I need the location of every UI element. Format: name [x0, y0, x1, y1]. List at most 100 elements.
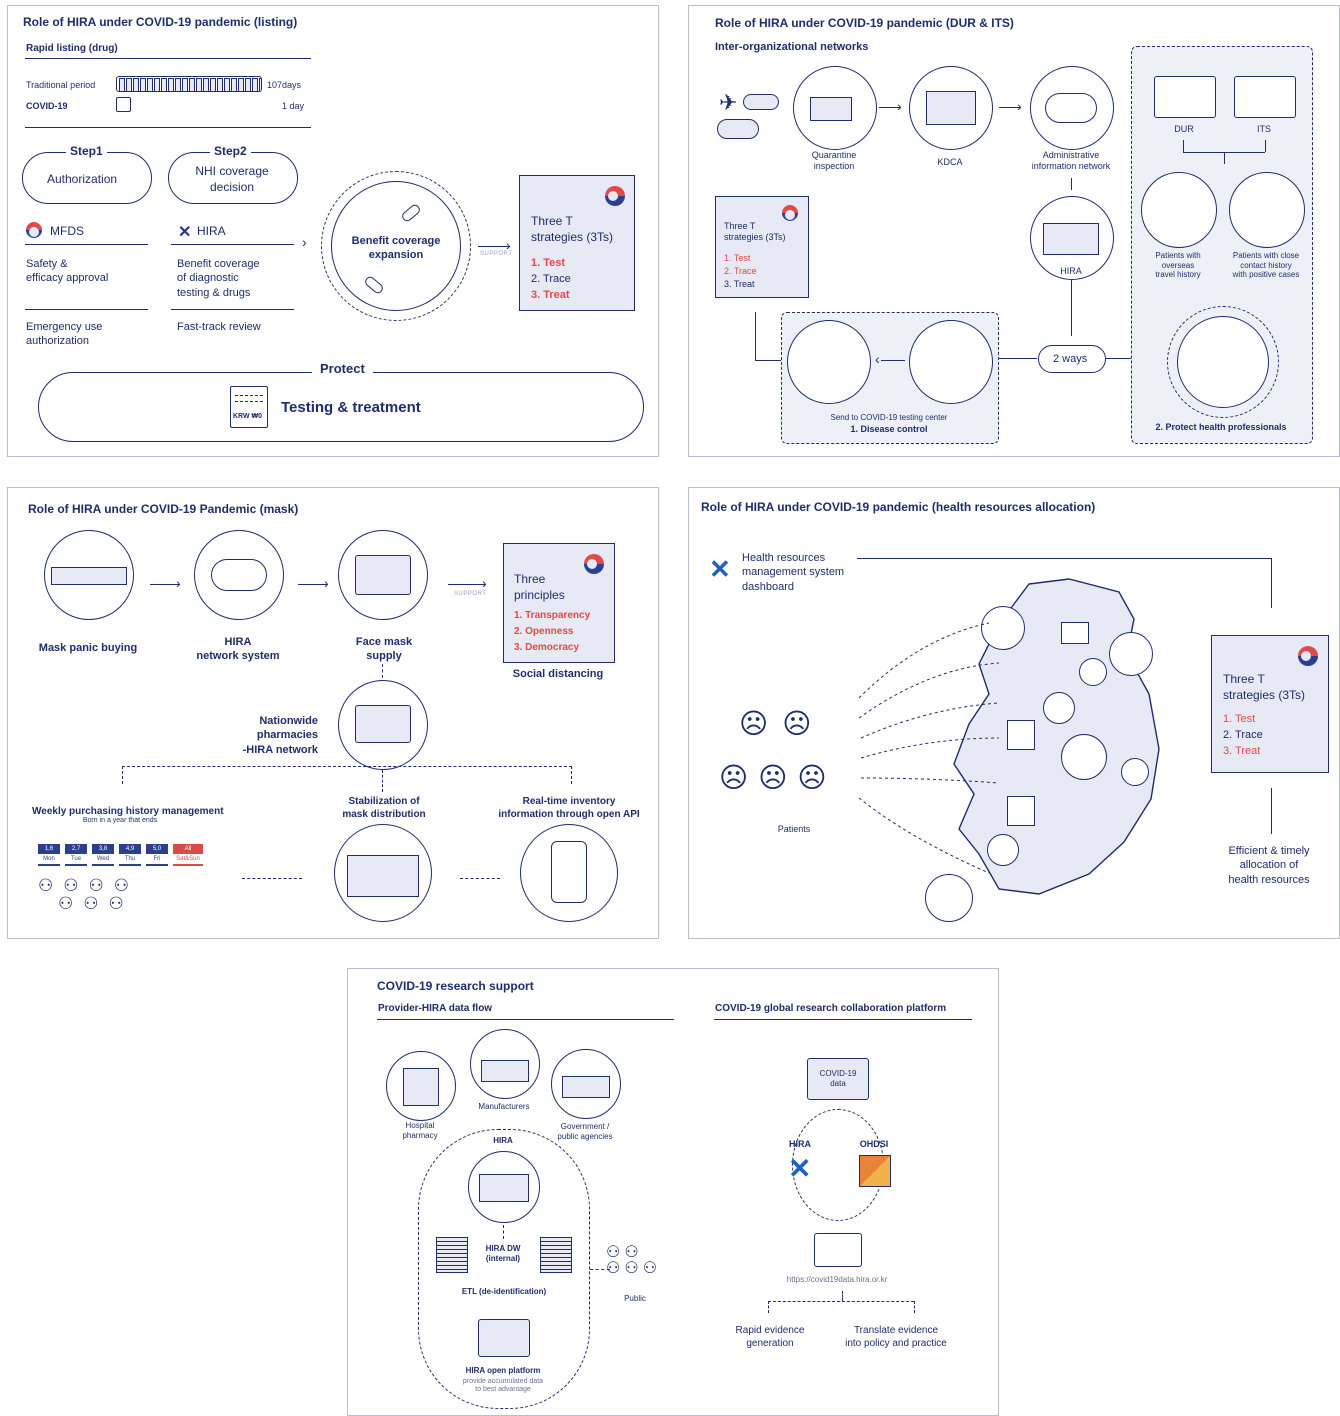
government-building-icon: [562, 1076, 610, 1098]
connector-line: [1183, 140, 1184, 152]
laptop-cloud-icon: [814, 1233, 862, 1267]
benefit-circle: [331, 181, 461, 311]
hira-building-icon: [1043, 223, 1099, 255]
arrow-line: [879, 107, 901, 108]
support-arrow-line: [755, 312, 756, 360]
pharmacy-network-circle: [338, 680, 428, 770]
support-arrow-line: [1271, 558, 1272, 608]
divider: [25, 244, 148, 245]
people-icon: ⚇⚇⚇: [58, 894, 134, 913]
arrow-right-icon: ›: [506, 237, 511, 253]
panic-label: Mask panic buying: [38, 642, 138, 654]
divider: [171, 309, 294, 310]
hospital-icon: [1061, 622, 1089, 644]
born-label: Born in a year that ends: [82, 817, 158, 824]
health-pro-ring: [1167, 306, 1279, 418]
connector-line: [382, 664, 383, 678]
mortar-icon: [1079, 658, 1107, 686]
support-arrow-line: [755, 360, 781, 361]
arrow-line: [150, 584, 180, 585]
hira-building-icon: [479, 1174, 529, 1202]
strategy-test: 1. Test: [1223, 713, 1256, 725]
social-distancing-label: Social distancing: [512, 668, 604, 680]
korea-emblem-icon: [584, 554, 604, 574]
mask-distribution-circle: [334, 824, 432, 922]
connector-line: [571, 766, 572, 784]
fever-patient-circle: [909, 320, 993, 404]
principle-openness: 2. Openness: [514, 626, 574, 637]
rapid-listing-heading: Rapid listing (drug): [26, 43, 118, 54]
database-stack-icon: [436, 1237, 468, 1273]
open-platform-label: HIRA open platform: [465, 1366, 541, 1375]
divider: [25, 309, 148, 310]
quarantine-circle: [793, 66, 877, 150]
testing-treatment-label: Testing & treatment: [281, 399, 421, 416]
flow-heading: Provider-HIRA data flow: [378, 1003, 493, 1014]
hira-network-circle: [194, 530, 284, 620]
korea-emblem-icon: [782, 205, 798, 221]
laptop-network-icon: [478, 1319, 530, 1357]
step2-title: Step2: [210, 144, 251, 158]
listing-panel: Role of HIRA under COVID-19 pandemic (li…: [7, 5, 659, 457]
strategy-trace: 2. Trace: [724, 266, 757, 276]
strategy-trace: 2. Trace: [531, 273, 571, 285]
mfds-label: MFDS: [50, 224, 84, 238]
hospital-icon: [1007, 796, 1035, 826]
laptop-pharmacy-icon: [355, 705, 411, 743]
ohdsi-label: OHDSI: [859, 1139, 889, 1149]
panel-title: Role of HIRA under COVID-19 pandemic (he…: [701, 500, 1096, 514]
support-arrow-line: [448, 584, 486, 585]
hira-logo-icon: ✕: [709, 554, 731, 584]
arrow-line: [1071, 178, 1072, 190]
kdca-label: KDCA: [937, 157, 963, 167]
connector-line: [914, 1301, 915, 1313]
step2-pill: [168, 152, 298, 204]
manufacturers-circle: [470, 1029, 540, 1099]
nurse-icon: [1109, 632, 1153, 676]
connector-line: [460, 878, 500, 879]
patients-icon: ☹☹☹: [719, 762, 837, 793]
disease-control-label: 1. Disease control: [850, 424, 928, 434]
hospital-icon: [403, 1068, 439, 1106]
allocation-lines: [858, 622, 1000, 874]
pill-icon: [1043, 692, 1075, 724]
patients-label: Patients: [777, 824, 811, 834]
laptop-mask-icon: [355, 555, 411, 595]
cloud-icon: [211, 559, 267, 591]
two-ways-pill: 2 ways: [1038, 345, 1106, 373]
connector-line: [768, 1301, 914, 1302]
factory-icon: [481, 1060, 529, 1082]
connector-line: [242, 878, 302, 879]
connector-line: [122, 766, 123, 784]
cloud-icon: [743, 94, 779, 110]
testing-pill: [38, 372, 644, 442]
panel-title: Role of HIRA under COVID-19 pandemic (DU…: [715, 16, 1014, 30]
receipt-icon: KRW ₩0: [230, 386, 268, 428]
panic-buying-circle: [44, 530, 134, 620]
doctor-icon: [981, 606, 1025, 650]
doctor-icon: [925, 874, 973, 922]
manufacturers-label: Manufacturers: [478, 1102, 530, 1111]
korea-map-icon: [953, 578, 1160, 895]
